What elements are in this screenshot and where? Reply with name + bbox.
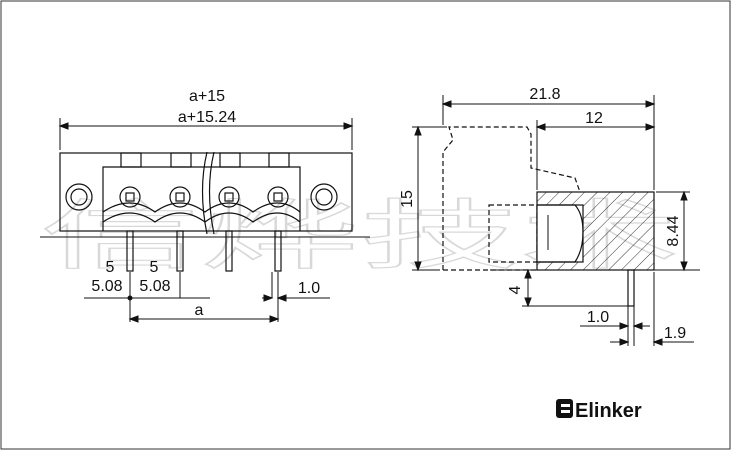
side-view bbox=[442, 126, 700, 307]
wire-hole-4-inner bbox=[273, 192, 283, 202]
wire-hole-2-inner bbox=[175, 192, 185, 202]
pin-2 bbox=[176, 230, 184, 272]
screw-head-2 bbox=[170, 152, 192, 168]
dim-pin-width-1-0: 1.0 bbox=[298, 280, 320, 297]
flange-screw-right bbox=[310, 183, 338, 211]
front-contour-wave-2 bbox=[102, 202, 301, 213]
wire-hole-3 bbox=[218, 186, 240, 208]
elinker-logo-text: Elinker bbox=[575, 400, 642, 422]
front-view bbox=[40, 151, 370, 272]
pin-3 bbox=[225, 230, 233, 272]
dim-a: a bbox=[195, 302, 204, 319]
wire-hole-2 bbox=[169, 186, 191, 208]
header-socket-contour bbox=[537, 204, 584, 263]
break-mark-1 bbox=[201, 151, 208, 235]
dim-pin-1-0: 1.0 bbox=[587, 309, 609, 326]
elinker-logo-icon bbox=[556, 399, 573, 418]
dim-pitch-5-left: 5 bbox=[106, 259, 115, 276]
pin-4 bbox=[274, 230, 282, 272]
screw-head-3 bbox=[219, 152, 241, 168]
dim-4: 4 bbox=[507, 285, 524, 294]
plug-dashed-outline bbox=[442, 126, 581, 270]
front-inner-frame bbox=[102, 166, 301, 231]
dim-a-plus-15: a+15 bbox=[189, 88, 225, 105]
elinker-logo: Elinker bbox=[556, 399, 642, 422]
front-dimensions bbox=[58, 118, 354, 323]
wire-hole-1 bbox=[119, 186, 141, 208]
wire-hole-1-inner bbox=[125, 192, 135, 202]
dim-21-8: 21.8 bbox=[529, 86, 560, 103]
dim-pitch-5-08-left: 5.08 bbox=[91, 278, 122, 295]
dim-pitch-5-right: 5 bbox=[150, 259, 159, 276]
dim-1-9: 1.9 bbox=[664, 325, 686, 342]
dim-15: 15 bbox=[399, 190, 416, 208]
wire-hole-3-inner bbox=[224, 192, 234, 202]
screw-head-4 bbox=[268, 152, 290, 168]
wire-hole-4 bbox=[267, 186, 289, 208]
dim-pitch-5-08-right: 5.08 bbox=[139, 278, 170, 295]
break-mark-2 bbox=[208, 151, 215, 235]
dim-8-44: 8.44 bbox=[665, 215, 682, 246]
flange-screw-left-inner bbox=[70, 188, 88, 206]
dim-12: 12 bbox=[585, 110, 603, 127]
screw-head-1 bbox=[120, 152, 142, 168]
header-socket-cavity bbox=[536, 204, 584, 263]
dim-a-plus-15-24: a+15.24 bbox=[178, 109, 236, 126]
flange-screw-left bbox=[65, 183, 93, 211]
side-dimensions bbox=[412, 95, 694, 346]
flange-screw-right-inner bbox=[315, 188, 333, 206]
pin-1 bbox=[126, 230, 134, 272]
